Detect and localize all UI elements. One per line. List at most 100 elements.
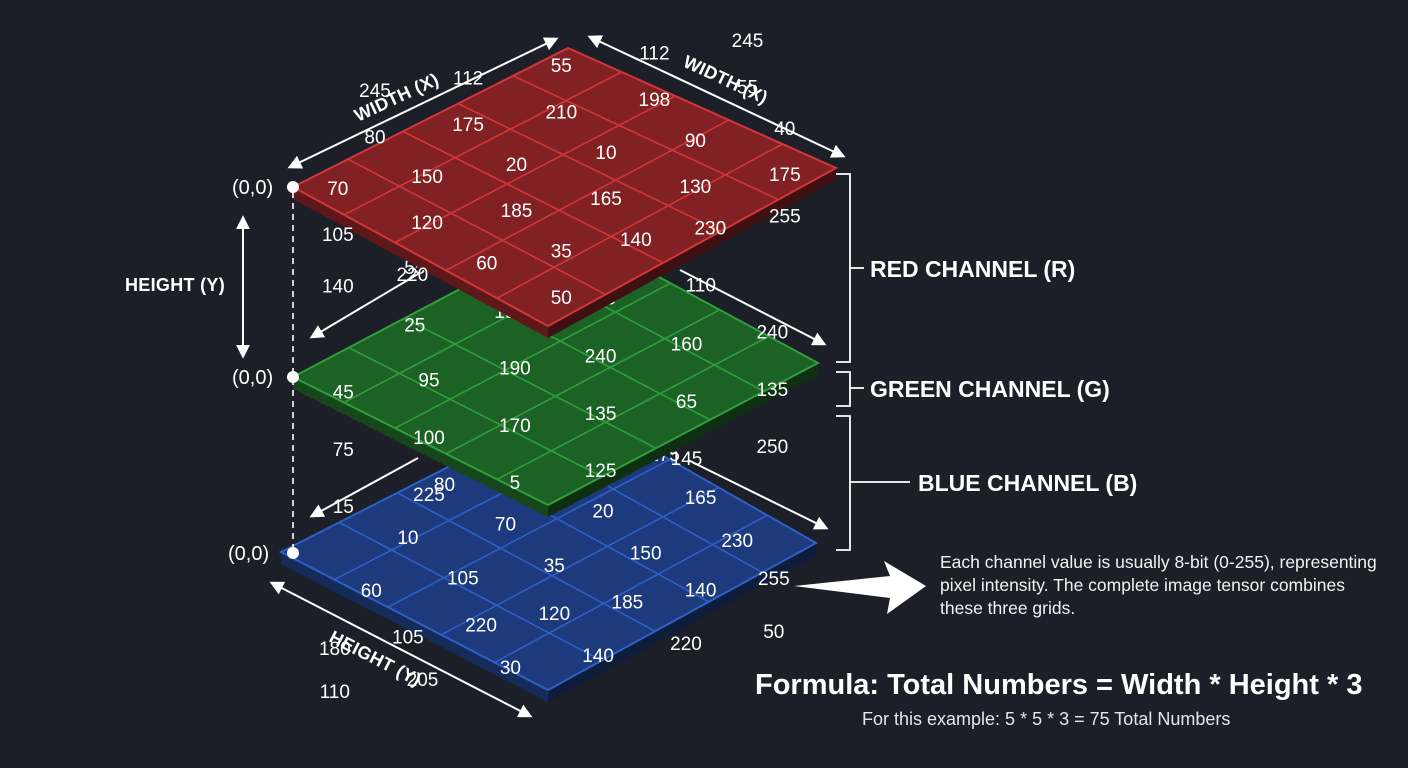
green-cell-value: 15 — [333, 497, 354, 518]
red-cell-value: 140 — [620, 230, 652, 251]
green-cell-value: 65 — [676, 392, 697, 413]
red-cell-value: 185 — [501, 201, 533, 222]
green-grid-line — [394, 282, 671, 429]
blue-cell-value: 110 — [320, 682, 350, 703]
green-grid-line — [496, 335, 770, 481]
red-cell-value: 10 — [595, 143, 616, 164]
green-cell-value: 95 — [418, 371, 439, 392]
channel-explanation: Each channel value is usually 8-bit (0-2… — [940, 552, 1377, 618]
green-grid-line — [404, 317, 657, 449]
pointer-arrow — [794, 561, 926, 614]
green-cell-value: 225 — [413, 485, 445, 506]
red-cell-value: 130 — [680, 177, 712, 198]
height-label-side: HEIGHT (Y) — [125, 275, 225, 295]
red-cell-value: 120 — [411, 213, 443, 234]
green-cell-value: 75 — [333, 440, 354, 461]
red-cell-value: 245 — [732, 31, 764, 52]
blue-cell-value: 150 — [630, 544, 662, 565]
projection-arrow-green-left — [309, 457, 419, 518]
red-channel-label: RED CHANNEL (R) — [870, 256, 1075, 282]
red-cell-value: 140 — [322, 277, 354, 298]
blue-cell-value: 50 — [763, 622, 784, 643]
green-origin-label: (0,0) — [232, 367, 273, 389]
red-cell-value: 150 — [411, 167, 443, 188]
blue-cell-value: 105 — [447, 569, 479, 590]
red-slab-side-right — [548, 168, 836, 338]
green-grid-line — [348, 346, 603, 478]
green-cell-value: 250 — [756, 437, 788, 458]
blue-cell-value: 105 — [392, 627, 424, 648]
blue-cell-value: 230 — [721, 531, 753, 552]
blue-cell-value: 220 — [465, 616, 497, 637]
green-channel-label: GREEN CHANNEL (G) — [870, 376, 1110, 402]
blue-cell-value: 80 — [434, 475, 455, 496]
blue-cell-value: 35 — [544, 556, 565, 577]
green-cell-value: 110 — [686, 275, 716, 296]
green-slab-side-left — [293, 377, 548, 517]
blue-cell-value: 70 — [495, 515, 516, 536]
green-slab-side-right — [548, 363, 818, 517]
red-origin-dot — [287, 181, 299, 193]
blue-cell-value: 10 — [397, 528, 418, 549]
green-cell-value: 160 — [671, 335, 703, 356]
red-cell-value: 55 — [551, 56, 572, 77]
blue-cell-value: 140 — [685, 581, 717, 602]
green-origin-dot — [287, 371, 299, 383]
red-origin-label: (0,0) — [232, 177, 273, 199]
red-cell-value: 230 — [694, 218, 726, 239]
green-cell-value: 240 — [756, 323, 788, 344]
blue-cell-value: 30 — [500, 658, 521, 679]
green-cell-value: 5 — [510, 473, 521, 494]
green-grid-line — [445, 309, 720, 455]
green-cell-value: 100 — [413, 428, 445, 449]
blue-grid-line — [397, 492, 656, 632]
red-cell-value: 90 — [685, 131, 706, 152]
blue-slab-side-right — [548, 543, 816, 702]
red-cell-value: 105 — [322, 225, 354, 246]
projection-arrow-red-right — [679, 269, 827, 346]
red-cell-value: 175 — [452, 115, 484, 136]
blue-grid-line — [494, 514, 768, 664]
green-cell-value: 135 — [756, 380, 788, 401]
formula-example: For this example: 5 * 5 * 3 = 75 Total N… — [862, 709, 1231, 729]
blue-cell-value: 60 — [361, 581, 382, 602]
red-cell-value: 70 — [327, 179, 348, 200]
blue-cell-value: 140 — [582, 646, 614, 667]
red-cell-value: 255 — [769, 207, 801, 228]
red-cell-value: 60 — [476, 253, 497, 274]
green-cell-value: 25 — [404, 315, 425, 336]
green-cell-value: 45 — [333, 383, 354, 404]
red-channel-bracket — [836, 173, 864, 363]
red-cell-value: 50 — [551, 288, 572, 309]
red-cell-value: 210 — [545, 102, 577, 123]
blue-cell-value: 220 — [670, 634, 702, 655]
blue-cell-value: 20 — [592, 501, 613, 522]
blue-cell-value: 165 — [685, 488, 717, 509]
green-cell-value: 240 — [585, 347, 617, 368]
formula-text: Formula: Total Numbers = Width * Height … — [755, 669, 1363, 701]
green-cell-value: 190 — [499, 359, 531, 380]
red-grid-line — [496, 143, 783, 299]
red-cell-value: 175 — [769, 165, 801, 186]
blue-cell-value: 255 — [758, 569, 790, 590]
red-slab-side-left — [293, 187, 548, 338]
red-channel-layer: 2451125511224555198210175804090102015070… — [290, 31, 839, 338]
projection-arrow-red-left — [309, 273, 419, 339]
blue-origin-label: (0,0) — [228, 543, 269, 565]
red-grid-line — [347, 158, 606, 296]
blue-channel-bracket — [836, 415, 910, 551]
red-cell-value: 220 — [396, 265, 428, 286]
width-arrow-left — [287, 37, 559, 169]
width-arrow-right — [587, 35, 846, 158]
blue-cell-value: 120 — [538, 604, 570, 625]
red-cell-value: 20 — [506, 155, 527, 176]
green-channel-bracket — [836, 371, 864, 407]
green-cell-value: 170 — [499, 416, 531, 437]
green-cell-value: 135 — [585, 404, 617, 425]
blue-origin-dot — [287, 547, 299, 559]
blue-cell-value: 185 — [612, 592, 644, 613]
blue-channel-label: BLUE CHANNEL (B) — [918, 470, 1137, 496]
green-cell-value: 145 — [671, 449, 703, 470]
red-cell-value: 198 — [639, 90, 671, 111]
